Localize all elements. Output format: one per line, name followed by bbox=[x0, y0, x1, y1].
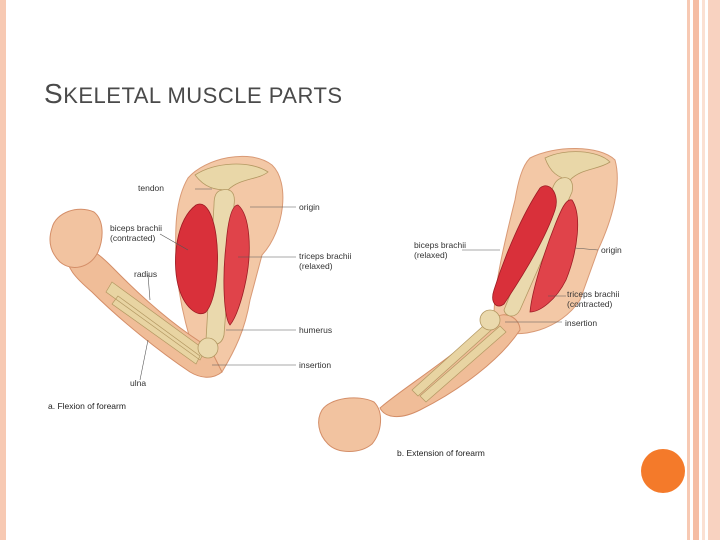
right-border-bar bbox=[708, 0, 720, 540]
label-triceps-a-line1: triceps brachii bbox=[299, 251, 352, 261]
right-border-line-3 bbox=[702, 0, 705, 540]
left-border-bar bbox=[0, 0, 6, 540]
label-biceps-b-line2: (relaxed) bbox=[414, 250, 448, 260]
elbow-joint-b bbox=[479, 309, 501, 331]
forearm-bones-a bbox=[105, 281, 206, 365]
label-radius-a: radius bbox=[134, 269, 157, 279]
label-insertion-a: insertion bbox=[299, 360, 331, 370]
figure-b-extension: biceps brachii (relaxed) origin triceps … bbox=[318, 148, 622, 458]
fist-b bbox=[318, 397, 381, 452]
biceps-relaxed-b bbox=[492, 185, 557, 307]
biceps-contracted-a bbox=[175, 203, 218, 314]
label-tendon-a: tendon bbox=[138, 183, 164, 193]
right-border-line-1 bbox=[687, 0, 690, 540]
right-border-line-2 bbox=[693, 0, 699, 540]
label-insertion-b: insertion bbox=[565, 318, 597, 328]
caption-b: b. Extension of forearm bbox=[397, 448, 485, 458]
slide-title: SKELETAL MUSCLE PARTS bbox=[44, 78, 343, 109]
triceps-relaxed-a bbox=[223, 204, 250, 326]
leader-lines-b bbox=[462, 247, 599, 323]
label-biceps-a-line1: biceps brachii bbox=[110, 223, 162, 233]
label-ulna-a: ulna bbox=[130, 378, 146, 388]
label-triceps-b-line2: (contracted) bbox=[567, 299, 613, 309]
label-biceps-a-line2: (contracted) bbox=[110, 233, 156, 243]
accent-circle bbox=[641, 449, 685, 493]
label-origin-b: origin bbox=[601, 245, 622, 255]
caption-a: a. Flexion of forearm bbox=[48, 401, 126, 411]
label-biceps-b-line1: biceps brachii bbox=[414, 240, 466, 250]
label-humerus-a: humerus bbox=[299, 325, 332, 335]
figure-a-flexion: tendon origin biceps brachii (contracted… bbox=[48, 155, 352, 411]
label-origin-a: origin bbox=[299, 202, 320, 212]
leader-lines-a bbox=[139, 188, 296, 381]
elbow-joint-a bbox=[197, 337, 219, 359]
label-triceps-a-line2: (relaxed) bbox=[299, 261, 333, 271]
shoulder-bone-b bbox=[544, 151, 611, 181]
triceps-contracted-b bbox=[529, 199, 579, 313]
fist-a bbox=[49, 208, 103, 268]
label-triceps-b-line1: triceps brachii bbox=[567, 289, 620, 299]
shoulder-bone-a bbox=[194, 163, 269, 191]
